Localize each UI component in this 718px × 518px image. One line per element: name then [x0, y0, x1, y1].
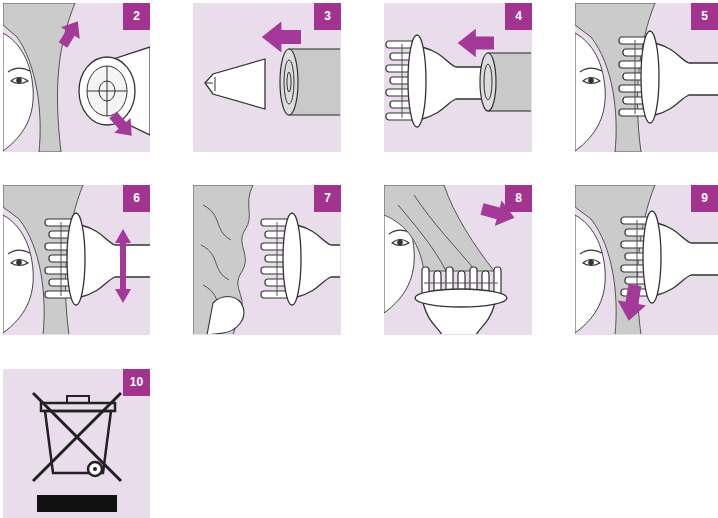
step-panel: 8 — [384, 185, 532, 335]
step-panel: 6 — [3, 185, 150, 335]
step-number: 6 — [123, 185, 150, 212]
step-number: 7 — [314, 185, 341, 212]
step-number: 9 — [691, 185, 718, 212]
step-panel: 5 — [575, 3, 718, 152]
step-number: 10 — [123, 369, 150, 396]
step-panel: 2 — [3, 3, 150, 152]
step-panel: 4 — [384, 3, 532, 152]
step-panel: 7 — [193, 185, 341, 335]
diffuser-lengths-illustration — [575, 185, 718, 334]
step-panel: 10 — [3, 369, 150, 518]
step-number: 8 — [505, 185, 532, 212]
diffuser-use-illustration — [575, 3, 718, 152]
step-number: 2 — [123, 3, 150, 30]
step-number: 5 — [691, 3, 718, 30]
diffuser-rotate-illustration — [3, 185, 150, 334]
step-number: 4 — [505, 3, 532, 30]
step-panel: 9 — [575, 185, 718, 335]
step-number: 3 — [314, 3, 341, 30]
dryer-nozzle-illustration — [3, 3, 150, 152]
step-panel: 3 — [193, 3, 341, 152]
diffuser-curls-illustration — [193, 185, 340, 334]
